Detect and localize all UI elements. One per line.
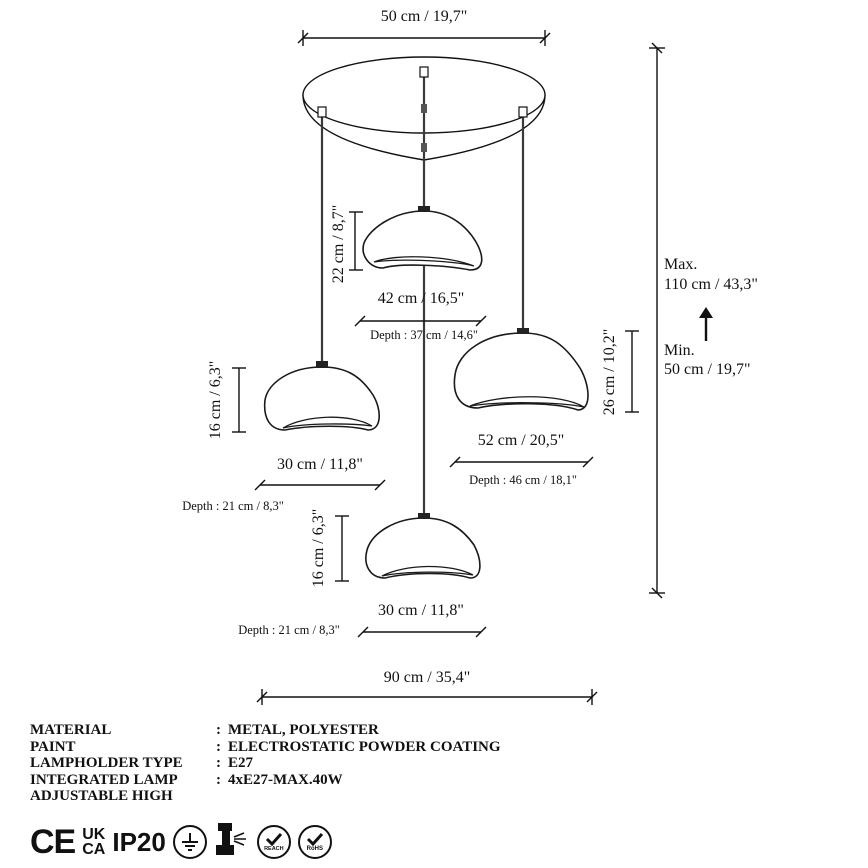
spec-colon: : [216, 722, 221, 738]
top-shade-depth-label: Depth : 37 cm / 14,6" [370, 328, 478, 342]
rohs-check-icon: RoHS [297, 825, 332, 859]
left-shade-width-dimension: 30 cm / 11,8" Depth : 21 cm / 8,3" [182, 456, 386, 513]
right-shade [453, 328, 589, 411]
ip20-mark: IP20 [112, 826, 166, 857]
spec-label: LAMPHOLDER TYPE [30, 755, 183, 771]
adjust-arrow-icon [699, 307, 713, 318]
spec-colon: : [216, 771, 221, 788]
canopy-width-dimension: 50 cm / 19,7" [297, 8, 551, 46]
spec-value: E27 [228, 755, 254, 771]
top-shade [362, 206, 483, 271]
right-shade-height-label: 26 cm / 10,2" [601, 329, 618, 416]
spec-row-paint: PAINT : ELECTROSTATIC POWDER COATING [30, 739, 501, 756]
min-label: Min. [664, 342, 695, 359]
ground-symbol-icon [172, 825, 207, 859]
spec-label: ADJUSTABLE HIGH [30, 788, 173, 804]
top-shade-height-label: 22 cm / 8,7" [330, 205, 347, 284]
right-shade-width-dimension: 52 cm / 20,5" Depth : 46 cm / 18,1" [449, 432, 594, 487]
bottom-shade-width-label: 30 cm / 11,8" [378, 602, 464, 619]
right-shade-height-dimension: 26 cm / 10,2" [601, 329, 639, 416]
ce-mark: CE [30, 822, 76, 861]
spec-value: METAL, POLYESTER [228, 722, 379, 738]
left-shade-width-label: 30 cm / 11,8" [277, 456, 363, 473]
specifications-table: MATERIAL : METAL, POLYESTER PAINT : ELEC… [30, 722, 501, 805]
bottom-shade-depth-label: Depth : 21 cm / 8,3" [238, 623, 340, 637]
ukca-bottom: CA [82, 841, 106, 858]
right-shade-width-label: 52 cm / 20,5" [478, 432, 565, 449]
top-shade-width-label: 42 cm / 16,5" [378, 290, 465, 307]
bottom-shade [365, 513, 481, 579]
spec-value: ELECTROSTATIC POWDER COATING [228, 738, 501, 755]
spec-row-material: MATERIAL : METAL, POLYESTER [30, 722, 501, 739]
spec-label: MATERIAL [30, 722, 112, 738]
spec-row-integrated-lamp: INTEGRATED LAMP : 4xE27-MAX.40W [30, 772, 501, 789]
left-shade-height-label: 16 cm / 6,3" [207, 361, 224, 440]
max-label: Max. [664, 256, 697, 273]
spec-label: PAINT [30, 738, 76, 755]
min-value: 50 cm / 19,7" [664, 361, 751, 378]
left-shade-height-dimension: 16 cm / 6,3" [207, 361, 246, 440]
rohs-text: RoHS [306, 846, 324, 852]
spec-label: INTEGRATED LAMP [30, 771, 178, 788]
reach-check-icon: REACH [256, 825, 291, 859]
total-height-dimension: Max. 110 cm / 43,3" Min. 50 cm / 19,7" [649, 42, 758, 599]
ukca-mark: UK CA [82, 826, 106, 858]
right-shade-depth-label: Depth : 46 cm / 18,1" [469, 473, 577, 487]
hazard-clamp-icon [214, 821, 250, 864]
left-shade-depth-label: Depth : 21 cm / 8,3" [182, 499, 284, 513]
top-shade-width-dimension: 42 cm / 16,5" Depth : 37 cm / 14,6" [354, 290, 487, 342]
spec-value: 4xE27-MAX.40W [228, 771, 343, 788]
spec-colon: : [216, 755, 221, 771]
total-width-dimension: 90 cm / 35,4" [256, 669, 598, 705]
reach-text: REACH [264, 846, 284, 852]
spec-row-adjustable: ADJUSTABLE HIGH [30, 788, 501, 805]
bottom-shade-height-dimension: 16 cm / 6,3" [310, 509, 349, 588]
ukca-top: UK [82, 826, 106, 843]
max-value: 110 cm / 43,3" [664, 276, 758, 293]
total-width-label: 90 cm / 35,4" [384, 669, 471, 686]
certification-marks: CE UK CA IP20 REACH RoHS [30, 822, 332, 862]
canopy-width-label: 50 cm / 19,7" [381, 8, 468, 25]
bottom-shade-width-dimension: 30 cm / 11,8" Depth : 21 cm / 8,3" [238, 602, 487, 638]
left-shade [263, 361, 380, 431]
bottom-shade-height-label: 16 cm / 6,3" [310, 509, 327, 588]
spec-row-lampholder: LAMPHOLDER TYPE : E27 [30, 755, 501, 772]
top-shade-height-dimension: 22 cm / 8,7" [330, 205, 363, 284]
spec-colon: : [216, 738, 221, 755]
